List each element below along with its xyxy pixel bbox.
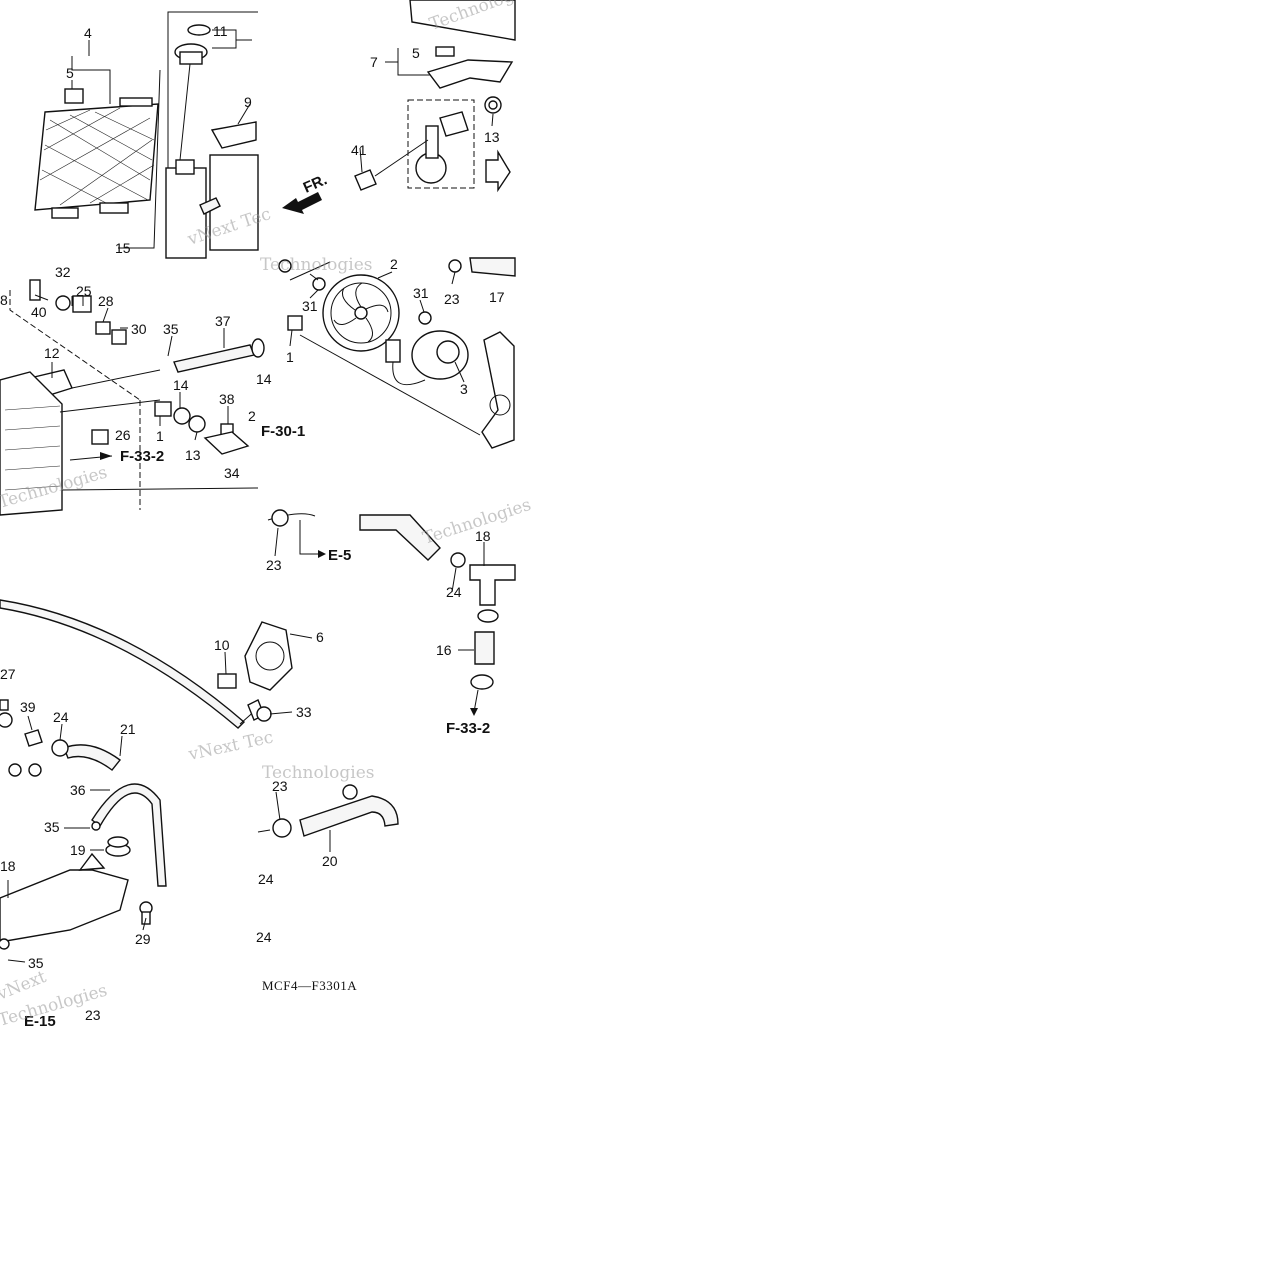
- part-number: 16: [436, 642, 452, 658]
- part-number: 1: [156, 428, 164, 444]
- part-number: 1: [286, 349, 294, 365]
- part-number: 18: [0, 858, 16, 874]
- part-number: 20: [322, 853, 338, 869]
- part-number: 19: [70, 842, 86, 858]
- reference-f-33-2: F-33-2: [120, 448, 164, 465]
- part-number: 8: [0, 292, 8, 308]
- part-number: 7: [370, 54, 378, 70]
- part-number: 26: [115, 427, 131, 443]
- reference-f-33-2: F-33-2: [446, 720, 490, 737]
- watermark: Technologies: [262, 763, 375, 783]
- part-number: 23: [444, 291, 460, 307]
- part-number: 12: [44, 345, 60, 361]
- direction-arrow-icon: [485, 149, 511, 193]
- part-number: 40: [31, 304, 47, 320]
- part-number: 14: [173, 377, 189, 393]
- part-number: 9: [244, 94, 252, 110]
- part-number: 2: [248, 408, 256, 424]
- part-number: 36: [70, 782, 86, 798]
- part-number: 13: [484, 129, 500, 145]
- part-number-labels: 4 5 11 9 15 5 7 41 13 32 8 40 25 28 30 3…: [0, 23, 505, 1023]
- front-arrow-icon: [282, 192, 322, 214]
- part-number: 37: [215, 313, 231, 329]
- three-way-joint-icon: [469, 564, 516, 606]
- part-number: 24: [446, 584, 462, 600]
- part-number: 14: [256, 371, 272, 387]
- tile-bypass-pipe: [0, 599, 259, 777]
- leader-lines: [7, 103, 494, 931]
- tile-joint-hose: [359, 514, 516, 716]
- part-number: 11: [213, 23, 228, 39]
- part-number: 4: [84, 25, 92, 41]
- part-number: 38: [219, 391, 235, 407]
- part-number: 35: [163, 321, 179, 337]
- part-number: 30: [131, 321, 147, 337]
- part-number: 24: [256, 929, 272, 945]
- reserve-tank-icon: [0, 869, 129, 943]
- part-number: 28: [98, 293, 114, 309]
- part-number: 18: [475, 528, 491, 544]
- part-number: 23: [266, 557, 282, 573]
- tile-thermostat: [217, 509, 326, 722]
- watermark: vNext Tec: [186, 727, 275, 765]
- part-number: 6: [316, 629, 324, 645]
- thermostat-housing-icon: [244, 621, 293, 691]
- reference-f-30-1: F-30-1: [261, 423, 305, 440]
- tile-fan-motor: [278, 257, 516, 449]
- part-number: 33: [296, 704, 312, 720]
- part-number: 5: [412, 45, 420, 61]
- part-number: 5: [66, 65, 74, 81]
- tile-horn: [282, 0, 516, 214]
- tile-radiator-mounts: [0, 279, 265, 516]
- part-number: 2: [390, 256, 398, 272]
- part-number: 15: [115, 240, 131, 256]
- part-number: 21: [120, 721, 136, 737]
- part-number: 31: [302, 298, 318, 314]
- part-number: 32: [55, 264, 71, 280]
- diagram-code: MCF4—F3301A: [262, 978, 357, 993]
- part-number: 23: [85, 1007, 101, 1023]
- part-number: 34: [224, 465, 240, 481]
- part-number: 13: [185, 447, 201, 463]
- part-number: 39: [20, 699, 36, 715]
- part-number: 29: [135, 931, 151, 947]
- part-number: 31: [413, 285, 429, 301]
- reference-labels: FR. F-30-1 F-33-2 F-33-2 E-5 E-15: [24, 171, 490, 1030]
- part-number: 3: [460, 381, 468, 397]
- part-number: 35: [28, 955, 44, 971]
- part-number: 10: [214, 637, 230, 653]
- part-number: 41: [351, 142, 367, 158]
- front-direction-label: FR.: [301, 171, 330, 196]
- part-number: 23: [272, 778, 288, 794]
- reference-e-15: E-15: [24, 1013, 56, 1030]
- part-number: 25: [76, 283, 92, 299]
- part-number: 24: [53, 709, 69, 725]
- tile-lower-hose: [257, 784, 399, 838]
- part-number: 35: [44, 819, 60, 835]
- part-number: 24: [258, 871, 274, 887]
- tile-radiator-screen: [34, 11, 259, 259]
- reference-e-5: E-5: [328, 547, 351, 564]
- part-number: 27: [0, 666, 16, 682]
- watermark: Technologies: [260, 255, 373, 275]
- part-number: 17: [489, 289, 505, 305]
- grommet-icon: [64, 88, 84, 104]
